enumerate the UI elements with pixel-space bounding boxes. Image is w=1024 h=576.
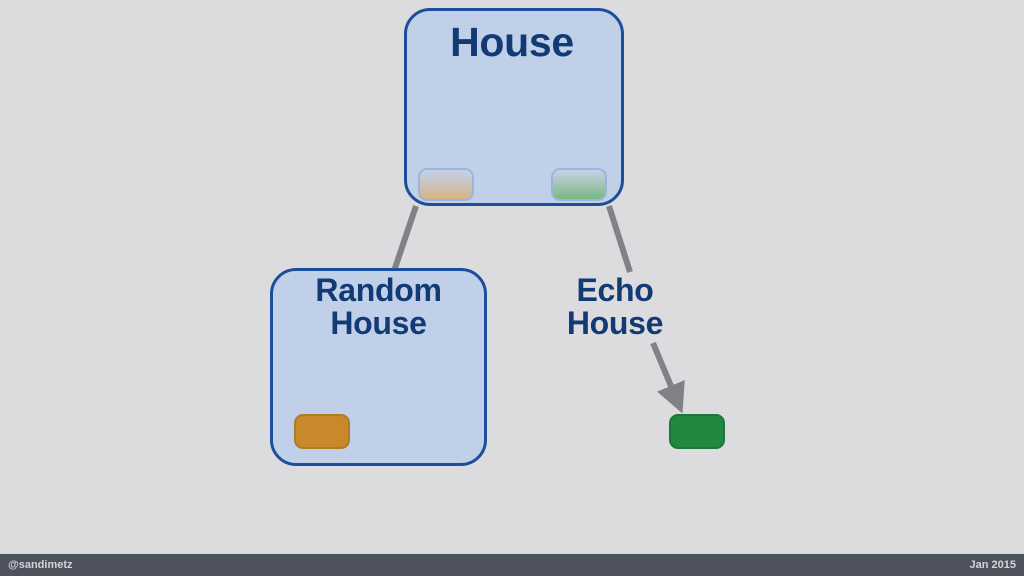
connector-house-to-random-house (391, 205, 419, 272)
echo-house-instance-green[interactable] (669, 414, 725, 449)
node-echo-house-label: Echo House (566, 272, 664, 341)
house-empty-slot-green[interactable] (551, 168, 607, 201)
footer-author-handle: @sandimetz (8, 559, 73, 571)
arrow-echo-house-to-instance (650, 341, 685, 414)
random-house-instance-orange[interactable] (294, 414, 350, 449)
slide-footer: @sandimetz Jan 2015 (0, 554, 1024, 576)
connector-house-to-echo-house (606, 205, 633, 273)
footer-date: Jan 2015 (969, 559, 1016, 571)
node-random-house-label: Random House (315, 272, 442, 341)
house-empty-slot-orange[interactable] (418, 168, 474, 201)
node-house-label: House (450, 19, 574, 65)
